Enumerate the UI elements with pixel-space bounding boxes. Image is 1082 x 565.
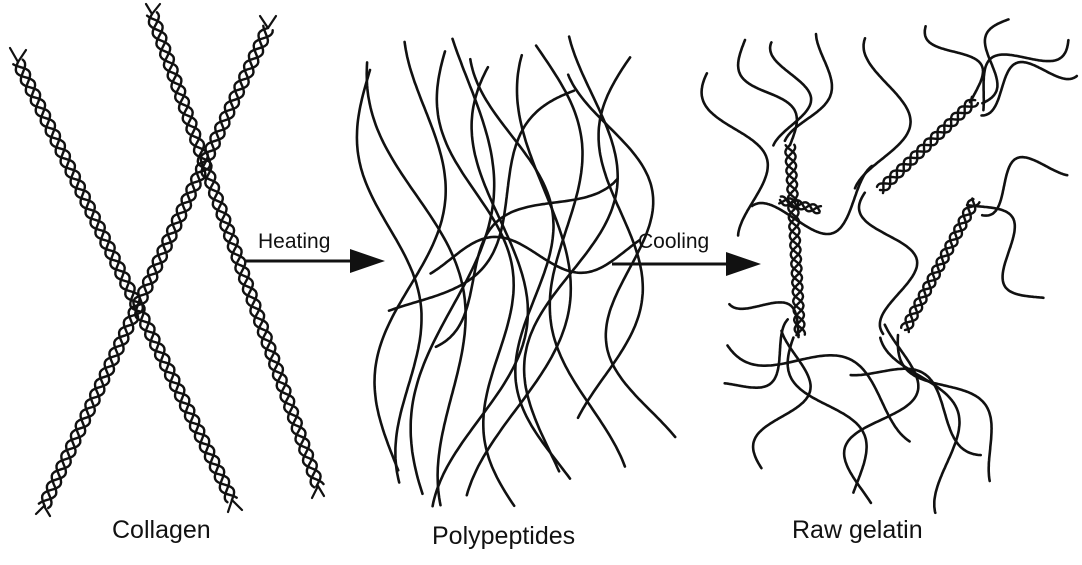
helix-fray (36, 506, 44, 514)
polypeptide-chain (728, 346, 910, 442)
polypeptide-chain (851, 369, 981, 455)
gelatin-network (702, 19, 1077, 512)
cooling-label: Cooling (638, 230, 709, 254)
raw-gelatin-label: Raw gelatin (792, 516, 923, 545)
cooling-arrow (612, 252, 761, 276)
polypeptide-chain (752, 166, 872, 234)
heating-label: Heating (258, 230, 330, 254)
polypeptide-chain (982, 19, 1008, 103)
polypeptide-chain (982, 157, 1067, 216)
polypeptide-chain (844, 325, 918, 503)
polypeptide-chain (859, 193, 917, 334)
helix-fray (146, 4, 152, 14)
polypeptide-chain (925, 26, 983, 102)
polypeptide-chain (431, 237, 640, 274)
polypeptide-chains (357, 37, 675, 507)
helix-fray (228, 500, 232, 512)
polypeptide-chain (855, 38, 911, 188)
collagen-label: Collagen (112, 516, 211, 545)
helix-fray (268, 16, 276, 28)
polypeptide-chain (898, 335, 992, 481)
helix-strand (877, 103, 978, 187)
polypeptide-chain (770, 42, 811, 145)
polypeptide-chain (578, 57, 643, 417)
polypeptide-chain (375, 42, 446, 470)
polypeptides-label: Polypeptides (432, 522, 575, 551)
helix-fray (232, 500, 242, 510)
polypeptide-chain (437, 51, 514, 505)
polypeptide-chain (702, 73, 768, 235)
polypeptide-chain (753, 331, 811, 468)
helix-strand (39, 30, 273, 503)
helix-fray (10, 48, 18, 62)
helix-fray (318, 486, 324, 496)
polypeptide-chain (967, 205, 1043, 298)
